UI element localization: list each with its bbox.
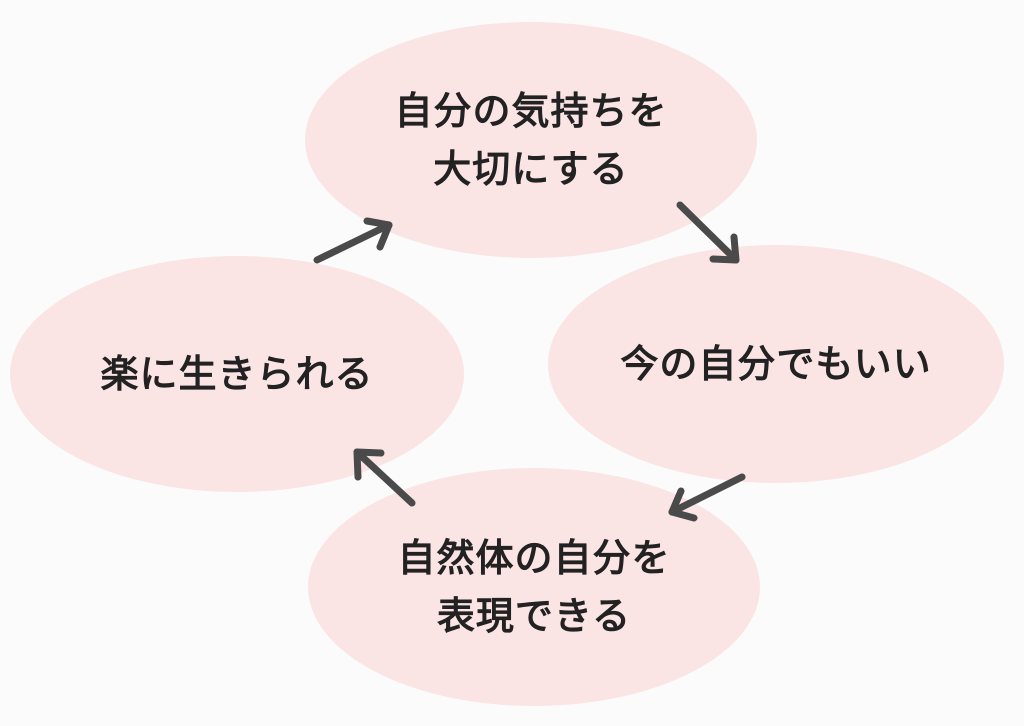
node-line: 今の自分でもいい — [620, 342, 932, 386]
node-label: 楽に生きられる — [100, 345, 373, 403]
node-line: 自然体の自分を — [397, 536, 671, 580]
node-label: 今の自分でもいい — [620, 335, 931, 393]
node-line: 自分の気持ちを — [394, 89, 668, 133]
node-line: 楽に生きられる — [100, 352, 374, 396]
node-accept-self: 今の自分でもいい — [548, 245, 1004, 483]
arrow-shaft — [313, 221, 393, 264]
node-line: 表現できる — [436, 594, 632, 638]
node-express-self: 自然体の自分を 表現できる — [308, 468, 760, 706]
node-label: 自然体の自分を 表現できる — [397, 529, 670, 645]
node-value-feelings: 自分の気持ちを 大切にする — [305, 22, 757, 258]
node-live-easily: 楽に生きられる — [10, 256, 464, 492]
node-line: 大切にする — [433, 147, 629, 191]
node-label: 自分の気持ちを 大切にする — [394, 82, 667, 198]
